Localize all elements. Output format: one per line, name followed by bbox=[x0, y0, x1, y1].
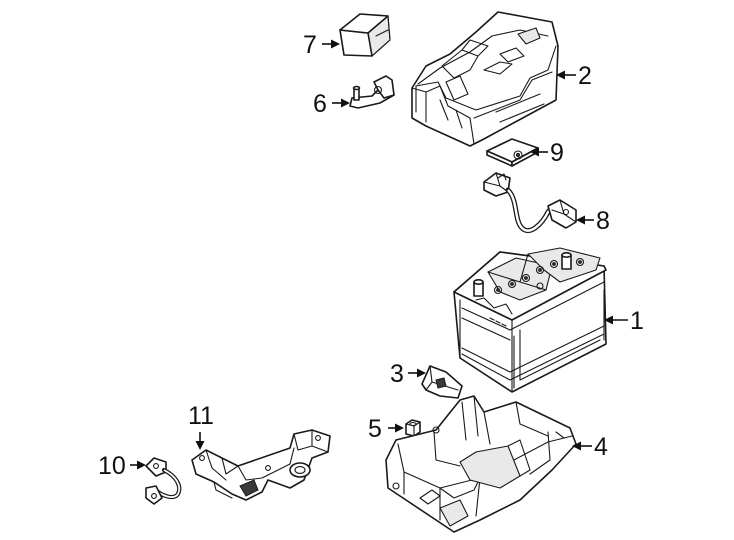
callout-4: 4 bbox=[594, 433, 608, 461]
part-3-hold-down bbox=[421, 365, 463, 399]
callout-6: 6 bbox=[313, 90, 327, 118]
callout-9: 9 bbox=[550, 139, 564, 167]
arrowhead-11 bbox=[195, 441, 205, 450]
arrowhead-4 bbox=[572, 441, 581, 451]
arrowhead-8 bbox=[576, 215, 585, 225]
arrowhead-3 bbox=[417, 368, 426, 378]
callout-5: 5 bbox=[368, 415, 382, 443]
arrowhead-5 bbox=[395, 423, 404, 433]
callout-2: 2 bbox=[578, 62, 592, 90]
callout-3: 3 bbox=[390, 360, 404, 388]
part-11-support-bracket bbox=[191, 429, 331, 501]
callout-11: 11 bbox=[188, 402, 214, 430]
part-6-terminal-bracket bbox=[349, 75, 395, 109]
part-4-battery-tray bbox=[385, 395, 577, 533]
part-7-terminal-cover bbox=[339, 13, 391, 57]
callout-labels: 1 2 3 4 5 6 7 8 9 10 11 bbox=[98, 31, 644, 480]
callout-10: 10 bbox=[98, 452, 126, 480]
part-2-battery-box bbox=[411, 11, 559, 147]
arrowhead-2 bbox=[556, 70, 565, 80]
callout-8: 8 bbox=[596, 207, 610, 235]
arrowhead-6 bbox=[341, 98, 350, 108]
arrowhead-7 bbox=[331, 39, 340, 49]
part-9-clamp-plate bbox=[486, 138, 539, 167]
part-5-nut bbox=[405, 419, 421, 437]
part-8-battery-cable bbox=[483, 172, 577, 234]
callout-7: 7 bbox=[303, 31, 317, 59]
part-1-battery bbox=[453, 247, 607, 393]
arrowhead-10 bbox=[137, 460, 146, 470]
part-10-ground-cable bbox=[145, 457, 182, 505]
arrowhead-1 bbox=[604, 315, 613, 325]
callout-arrows bbox=[130, 39, 628, 470]
arrowhead-9 bbox=[530, 147, 539, 157]
callout-1: 1 bbox=[630, 307, 644, 335]
